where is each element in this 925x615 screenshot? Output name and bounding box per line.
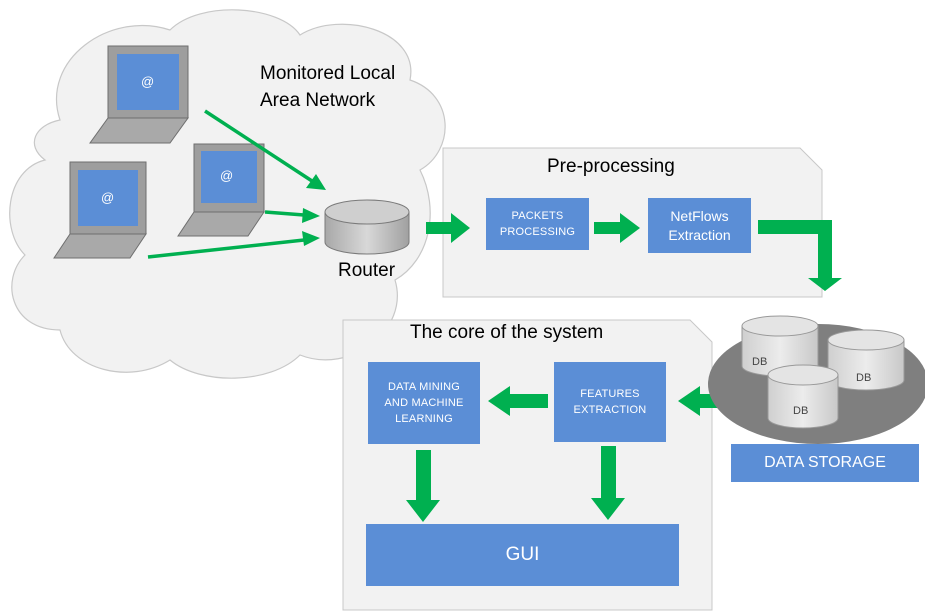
laptop-screen-symbol: @ bbox=[220, 168, 234, 183]
flow-arrows bbox=[406, 213, 842, 522]
data-mining-box: DATA MINING AND MACHINE LEARNING bbox=[368, 362, 480, 444]
db-label: DB bbox=[793, 405, 809, 417]
netflows-line2: Extraction bbox=[668, 226, 731, 243]
packets-line2: PROCESSING bbox=[499, 226, 576, 238]
netflows-extraction-box: NetFlows Extraction bbox=[648, 198, 751, 253]
lan-title-line2: Area Network bbox=[260, 90, 376, 111]
db-label: DB bbox=[752, 356, 768, 368]
features-extraction-box: FEATURES EXTRACTION bbox=[554, 362, 666, 442]
laptop-icon bbox=[177, 143, 265, 237]
features-line1: FEATURES bbox=[580, 388, 640, 400]
lan-title-line1: Monitored Local bbox=[260, 63, 396, 84]
mining-line2: AND MACHINE bbox=[384, 397, 464, 409]
router-icon bbox=[324, 199, 410, 255]
packets-processing-box: PACKETS PROCESSING bbox=[486, 198, 589, 250]
router-label: Router bbox=[338, 260, 396, 281]
data-storage-label: DATA STORAGE bbox=[731, 444, 919, 482]
mining-line3: LEARNING bbox=[395, 413, 453, 425]
lan-arrowheads bbox=[302, 174, 326, 246]
db-label: DB bbox=[856, 372, 872, 384]
lan-connection-arrows bbox=[147, 109, 313, 259]
preprocessing-title: Pre-processing bbox=[547, 156, 675, 177]
features-line2: EXTRACTION bbox=[573, 404, 647, 416]
gui-box: GUI bbox=[366, 524, 679, 586]
lan-title: Monitored Local Area Network bbox=[260, 60, 395, 114]
laptop-icon bbox=[53, 161, 147, 259]
mining-line1: DATA MINING bbox=[387, 381, 461, 393]
packets-line1: PACKETS bbox=[511, 210, 564, 222]
laptop-screen-symbol: @ bbox=[141, 74, 155, 89]
netflows-line1: NetFlows bbox=[670, 207, 729, 224]
database-icon bbox=[741, 315, 819, 377]
laptop-screen-symbol: @ bbox=[101, 190, 115, 205]
database-icon bbox=[827, 329, 905, 391]
laptop-icon bbox=[89, 45, 189, 144]
database-icon bbox=[767, 364, 839, 429]
core-title: The core of the system bbox=[410, 322, 604, 343]
